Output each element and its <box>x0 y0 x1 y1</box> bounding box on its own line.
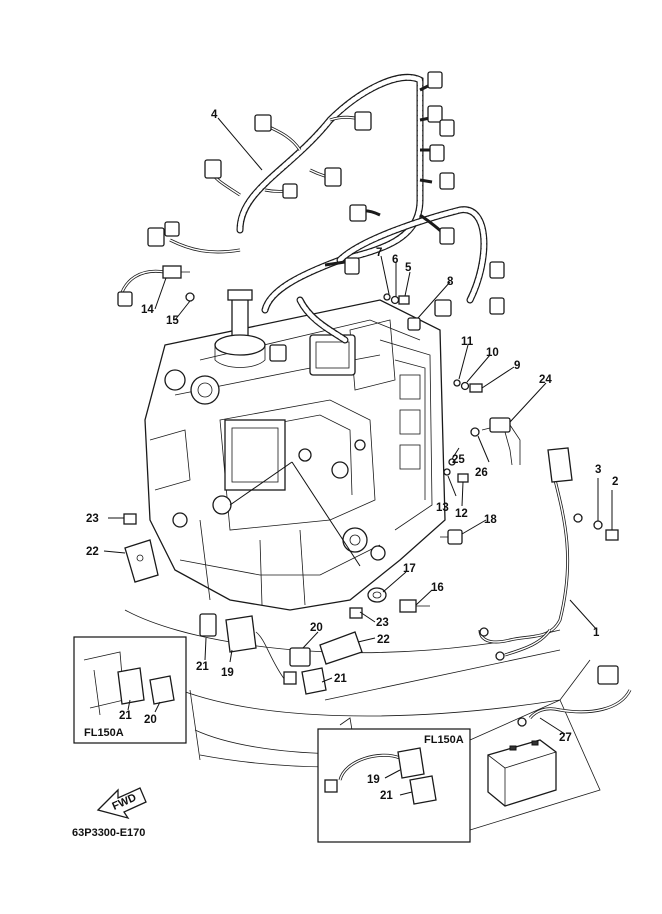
inset-right-box <box>317 728 471 843</box>
callout-6: 6 <box>392 254 398 266</box>
leader-lines <box>103 117 613 796</box>
callout-22: 22 <box>86 546 99 558</box>
callout-numbers: 4 7 6 5 8 9 10 11 24 26 25 13 12 18 14 1… <box>72 109 618 839</box>
part-22-bracket-left <box>124 539 159 583</box>
part-2-bolt <box>605 529 619 541</box>
callout-13: 13 <box>436 502 449 514</box>
harness-connectors <box>147 71 505 362</box>
battery <box>487 739 557 807</box>
inset-left-box <box>73 636 187 744</box>
callout-8: 8 <box>447 276 454 288</box>
callout-27: 27 <box>559 732 572 744</box>
callout-5: 5 <box>405 262 412 274</box>
battery-cable <box>478 447 583 661</box>
callout-1: 1 <box>593 627 600 639</box>
callout-19: 19 <box>221 667 234 679</box>
part-23-screw-left <box>123 513 137 525</box>
parts-12-13-25 <box>443 458 469 483</box>
inset-right-callout-21: 21 <box>380 790 393 802</box>
callout-18: 18 <box>484 514 497 526</box>
parts-5-6-7 <box>383 293 410 305</box>
parts-16-17 <box>367 587 430 613</box>
diagram-code: 63P3300-E170 <box>72 827 145 839</box>
inset-left-title: FL150A <box>84 727 124 739</box>
part-27-battery-lead <box>517 665 632 727</box>
parts-9-10-11 <box>453 379 483 393</box>
fwd-arrow: FWD <box>96 787 147 820</box>
callout-3: 3 <box>595 464 601 476</box>
callout-23b: 23 <box>376 617 389 629</box>
engine-block <box>144 299 446 611</box>
center-switches <box>199 607 363 695</box>
callout-7: 7 <box>376 247 382 259</box>
part-18-sensor <box>440 529 463 545</box>
callout-11: 11 <box>461 336 474 348</box>
callout-26: 26 <box>475 467 488 479</box>
part-3-washer <box>593 520 603 530</box>
inset-left-callout-21: 21 <box>119 710 132 722</box>
callout-24: 24 <box>539 374 552 386</box>
callout-2: 2 <box>612 476 618 488</box>
callout-21: 21 <box>196 661 209 673</box>
part-14-sensor <box>117 265 190 307</box>
callout-12: 12 <box>455 508 468 520</box>
callout-14: 14 <box>141 304 154 316</box>
callout-9: 9 <box>514 360 520 372</box>
inset-left-callout-20: 20 <box>144 714 157 726</box>
inset-right-title: FL150A <box>424 734 464 746</box>
callout-22b: 22 <box>377 634 390 646</box>
callout-17: 17 <box>403 563 416 575</box>
callout-4: 4 <box>211 109 218 121</box>
callout-10: 10 <box>486 347 499 359</box>
crankshaft-top <box>214 289 266 368</box>
callout-15: 15 <box>166 315 179 327</box>
part-8-sensor <box>407 317 421 331</box>
callout-16: 16 <box>431 582 444 594</box>
part-24-sensor <box>470 417 521 466</box>
inset-right-callout-19: 19 <box>367 774 380 786</box>
callout-20b: 20 <box>310 622 323 634</box>
callout-23: 23 <box>86 513 99 525</box>
part-15-washer <box>185 292 195 302</box>
callout-21b: 21 <box>334 673 347 685</box>
callout-25: 25 <box>452 454 465 466</box>
